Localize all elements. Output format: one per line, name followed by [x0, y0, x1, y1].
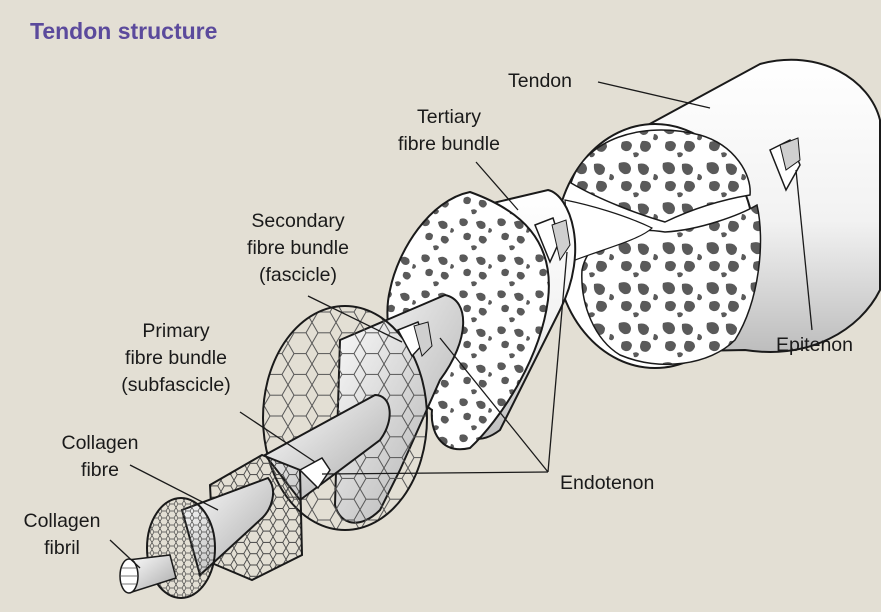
label-collagen-fibril: Collagen fibril — [12, 508, 112, 562]
label-epitenon: Epitenon — [776, 332, 853, 359]
diagram-title: Tendon structure — [30, 18, 217, 45]
label-secondary-bundle: Secondary fibre bundle (fascicle) — [218, 208, 378, 289]
label-line: fibre bundle — [369, 131, 529, 158]
label-tertiary-bundle: Tertiary fibre bundle — [369, 104, 529, 158]
label-line: Tertiary — [369, 104, 529, 131]
label-line: (subfascicle) — [96, 372, 256, 399]
label-line: (fascicle) — [218, 262, 378, 289]
label-line: fibre — [40, 457, 160, 484]
label-endotenon: Endotenon — [560, 470, 654, 497]
label-collagen-fibre: Collagen fibre — [40, 430, 160, 484]
label-primary-bundle: Primary fibre bundle (subfascicle) — [96, 318, 256, 399]
label-line: Primary — [96, 318, 256, 345]
label-line: fibre bundle — [218, 235, 378, 262]
label-line: Collagen — [12, 508, 112, 535]
label-tendon: Tendon — [508, 68, 572, 95]
label-line: Collagen — [40, 430, 160, 457]
tendon-cylinder — [555, 60, 880, 368]
label-line: fibre bundle — [96, 345, 256, 372]
label-line: Secondary — [218, 208, 378, 235]
label-line: fibril — [12, 535, 112, 562]
leader-tendon — [598, 82, 710, 108]
